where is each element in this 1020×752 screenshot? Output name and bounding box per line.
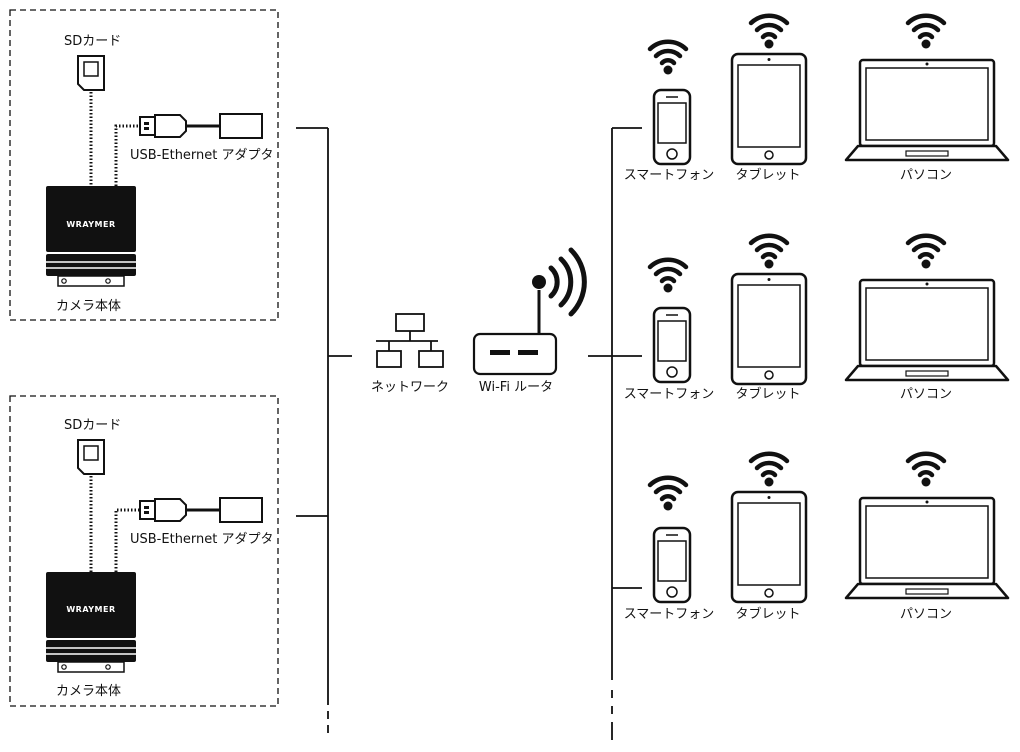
wifi-icon	[650, 260, 686, 293]
sd-card-label: SDカード	[64, 34, 122, 49]
network-icon	[376, 313, 444, 368]
tablet-label: タブレット	[735, 387, 801, 402]
usb-dongle-icon	[139, 498, 220, 522]
tablet-icon	[730, 272, 808, 386]
camera-unit-1: WRAYMER	[9, 9, 279, 321]
client-row-1	[650, 16, 1010, 166]
wifi-icon	[650, 478, 686, 511]
camera-body-label: カメラ本体	[56, 299, 122, 314]
wifi-icon	[751, 236, 787, 269]
usb-adapter-label: USB-Ethernet アダプタ	[130, 532, 274, 547]
tablet-icon	[730, 52, 808, 166]
camera-body-label: カメラ本体	[56, 684, 122, 699]
smartphone-label: スマートフォン	[623, 168, 715, 183]
tablet-label: タブレット	[735, 607, 801, 622]
sd-card-icon	[77, 55, 105, 91]
camera-brand-text: WRAYMER	[66, 605, 115, 614]
wifi-icon	[751, 16, 787, 49]
camera-unit-frame	[9, 395, 279, 707]
client-row-3	[650, 454, 1010, 604]
usb-dongle-icon	[139, 114, 220, 138]
smartphone-icon	[652, 306, 692, 384]
router-label: Wi-Fi ルータ	[478, 380, 554, 395]
smartphone-label: スマートフォン	[623, 607, 715, 622]
wifi-icon	[751, 454, 787, 487]
tablet-label: タブレット	[735, 168, 801, 183]
wifi-icon	[908, 454, 944, 487]
network-label: ネットワーク	[370, 380, 450, 395]
laptop-icon	[844, 58, 1010, 162]
camera-icon: WRAYMER	[44, 572, 138, 673]
sd-card-icon	[77, 439, 105, 475]
network-bus	[296, 127, 352, 733]
wireless-bus	[588, 127, 642, 740]
smartphone-label: スマートフォン	[623, 387, 715, 402]
sd-card-label: SDカード	[64, 418, 122, 433]
router-icon	[472, 247, 587, 376]
wifi-icon	[650, 42, 686, 75]
ethernet-adapter-icon	[219, 113, 263, 139]
pc-label: パソコン	[899, 607, 953, 622]
smartphone-icon	[652, 526, 692, 604]
camera-unit-frame	[9, 9, 279, 321]
usb-adapter-label: USB-Ethernet アダプタ	[130, 148, 274, 163]
camera-icon: WRAYMER	[44, 186, 138, 287]
laptop-icon	[844, 496, 1010, 600]
wifi-icon	[908, 16, 944, 49]
smartphone-icon	[652, 88, 692, 166]
client-row-2	[650, 236, 1010, 386]
wifi-icon	[908, 236, 944, 269]
pc-label: パソコン	[899, 387, 953, 402]
camera-brand-text: WRAYMER	[66, 220, 115, 229]
pc-label: パソコン	[899, 168, 953, 183]
tablet-icon	[730, 490, 808, 604]
camera-unit-2: WRAYMER	[9, 395, 279, 707]
ethernet-adapter-icon	[219, 497, 263, 523]
laptop-icon	[844, 278, 1010, 382]
